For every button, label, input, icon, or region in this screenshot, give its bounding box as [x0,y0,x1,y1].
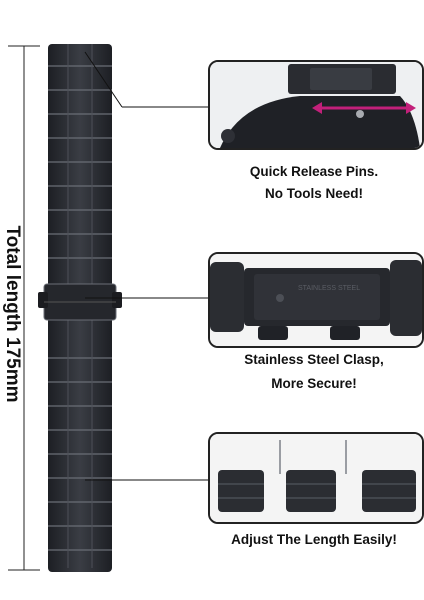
watch-band-image [38,44,122,572]
links-image [210,434,422,522]
feature-2-line-2: More Secure! [271,376,357,391]
feature-2-line-1: Stainless Steel Clasp, [244,352,384,367]
feature-1-line-1: Quick Release Pins. [249,164,379,179]
svg-text:STAINLESS STEEL: STAINLESS STEEL [298,285,360,292]
quick-release-pins-photo [208,60,424,150]
stainless-steel-clasp-photo: STAINLESS STEEL [208,252,424,348]
quick-release-pins-image [210,62,422,148]
clasp-image: STAINLESS STEEL [210,254,422,346]
feature-1-line-2: No Tools Need! [264,186,363,201]
adjustable-links-photo [208,432,424,524]
length-dimension-line [8,45,40,571]
feature-3-line-1: Adjust The Length Easily! [231,532,397,547]
